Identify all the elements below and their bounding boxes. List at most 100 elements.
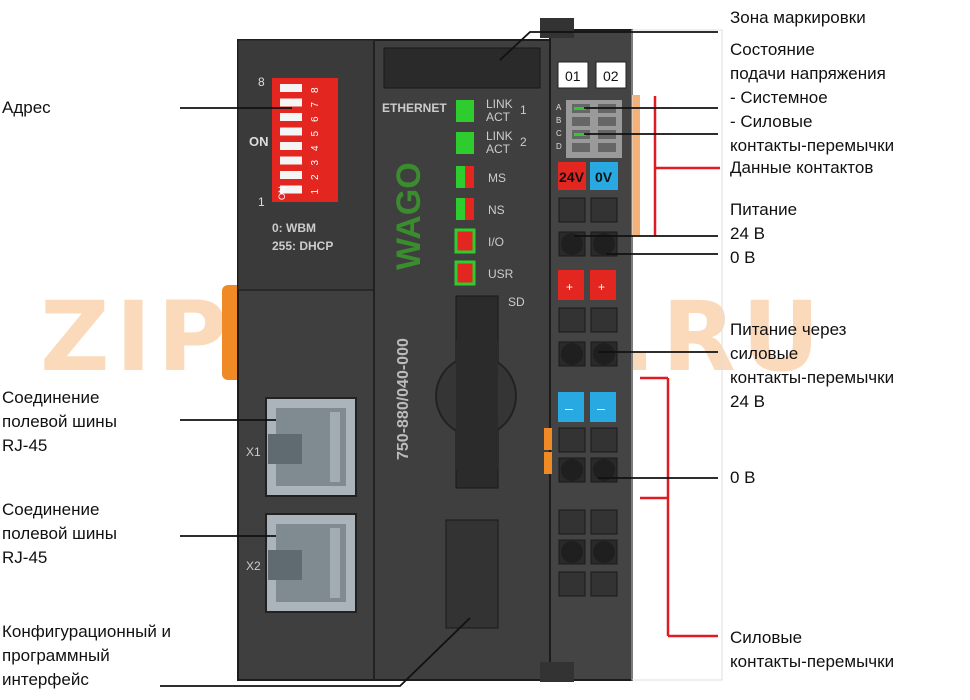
dip-key[interactable] bbox=[280, 142, 302, 150]
clamp-opening[interactable] bbox=[590, 197, 618, 223]
dip-label-on: ON bbox=[249, 134, 269, 149]
dip-key[interactable] bbox=[280, 171, 302, 179]
clamp-opening[interactable] bbox=[590, 427, 618, 453]
plus-2: + bbox=[598, 280, 605, 294]
minus-1: – bbox=[565, 400, 573, 416]
dip-key[interactable] bbox=[280, 156, 302, 165]
label-zero-v: 0 В bbox=[730, 468, 756, 487]
led-io-label: I/O bbox=[488, 235, 504, 249]
minus-terminal-2 bbox=[590, 392, 616, 422]
led-ns-label: NS bbox=[488, 203, 505, 217]
tag-02-text: 02 bbox=[603, 68, 619, 84]
sd-label: SD bbox=[508, 295, 525, 309]
led-io bbox=[454, 228, 476, 254]
led-ms-red bbox=[465, 166, 474, 188]
wire-entry[interactable] bbox=[593, 343, 615, 365]
clamp-opening[interactable] bbox=[558, 427, 586, 453]
jumper-contacts-top bbox=[632, 95, 640, 235]
dip-number: 5 bbox=[310, 131, 321, 137]
terminal-24v bbox=[558, 162, 586, 190]
plus-1: + bbox=[566, 280, 573, 294]
dip-switch[interactable] bbox=[272, 78, 338, 202]
label-power-jumpers: Силовые контакты-перемычки bbox=[730, 626, 894, 674]
jumper-supply-line3: контакты-перемычки bbox=[730, 368, 895, 387]
tag-02 bbox=[595, 61, 627, 89]
fieldbus2-line1: Соединение bbox=[2, 500, 100, 519]
next-module-outline bbox=[631, 29, 723, 681]
led-link1 bbox=[456, 100, 474, 122]
status-line4: - Силовые bbox=[730, 112, 813, 131]
label-fieldbus-2: Соединение полевой шины RJ-45 bbox=[2, 498, 117, 570]
marking-strip bbox=[383, 47, 541, 89]
led-link1-n: 1 bbox=[520, 103, 527, 117]
label-supply: Питание 24 В 0 В bbox=[730, 198, 797, 270]
dip-number: 7 bbox=[310, 102, 321, 108]
label-status: Состояние подачи напряжения - Системное … bbox=[730, 38, 894, 158]
tag-01 bbox=[557, 61, 589, 89]
port-x1-label: X1 bbox=[246, 445, 261, 459]
dip-number: 1 bbox=[310, 189, 321, 195]
clamp-opening[interactable] bbox=[558, 197, 586, 223]
terminal-0v bbox=[590, 162, 618, 190]
config-line2: программный bbox=[2, 646, 110, 665]
wire-entry[interactable] bbox=[561, 233, 583, 255]
dip-label-1: 1 bbox=[258, 195, 265, 209]
dip-key[interactable] bbox=[280, 84, 302, 92]
clamp-opening[interactable] bbox=[558, 571, 586, 597]
status-led-a bbox=[574, 107, 586, 110]
wire-entry[interactable] bbox=[561, 541, 583, 563]
wire-entry[interactable] bbox=[561, 459, 583, 481]
led-usr bbox=[454, 260, 476, 286]
jumper-supply-line1: Питание через bbox=[730, 320, 847, 339]
status-line1: Состояние bbox=[730, 40, 815, 59]
status-led-c bbox=[574, 133, 586, 136]
led-ns-red bbox=[465, 198, 474, 220]
dip-number: 8 bbox=[310, 87, 321, 93]
fieldbus1-line2: полевой шины bbox=[2, 412, 117, 431]
power-jumpers-line2: контакты-перемычки bbox=[730, 652, 895, 671]
label-config: Конфигурационный и программный интерфейс bbox=[2, 620, 171, 692]
dip-key[interactable] bbox=[280, 113, 302, 121]
wire-entry[interactable] bbox=[593, 459, 615, 481]
led-ns-green bbox=[456, 198, 465, 220]
model-number: 750-880/040-000 bbox=[395, 338, 412, 460]
led-link2-b: ACT bbox=[486, 142, 511, 156]
led-ms-green bbox=[456, 166, 465, 188]
led-usr-label: USR bbox=[488, 267, 514, 281]
status-line2: подачи напряжения bbox=[730, 64, 886, 83]
wago-logo: WAGO bbox=[390, 162, 428, 270]
clamp-opening[interactable] bbox=[590, 307, 618, 333]
wire-entry[interactable] bbox=[593, 541, 615, 563]
dip-key[interactable] bbox=[280, 127, 302, 136]
dip-label-8: 8 bbox=[258, 75, 265, 89]
wire-entry[interactable] bbox=[561, 343, 583, 365]
status-line5: контакты-перемычки bbox=[730, 136, 895, 155]
jumper-supply-line4: 24 В bbox=[730, 392, 765, 411]
config-interface[interactable] bbox=[445, 519, 499, 629]
config-line1: Конфигурационный и bbox=[2, 622, 172, 641]
label-fieldbus-1: Соединение полевой шины RJ-45 bbox=[2, 386, 117, 458]
label-jumper-supply: Питание через силовые контакты-перемычки… bbox=[730, 318, 894, 414]
dip-key[interactable] bbox=[280, 185, 302, 194]
status-line3: - Системное bbox=[730, 88, 828, 107]
abcd-c: C bbox=[556, 129, 562, 138]
fieldbus1-line3: RJ-45 bbox=[2, 436, 48, 455]
led-ms-label: MS bbox=[488, 171, 506, 185]
fieldbus1-line1: Соединение bbox=[2, 388, 100, 407]
led-link2-a: LINK bbox=[486, 129, 513, 143]
abcd-a: A bbox=[556, 103, 562, 112]
clamp-opening[interactable] bbox=[590, 571, 618, 597]
dip-number: 6 bbox=[310, 116, 321, 122]
clamp-opening[interactable] bbox=[590, 509, 618, 535]
clamp-opening[interactable] bbox=[558, 307, 586, 333]
wire-entry[interactable] bbox=[593, 233, 615, 255]
plus-terminal-1 bbox=[558, 270, 584, 300]
dip-key[interactable] bbox=[280, 98, 302, 107]
supply-line3: 0 В bbox=[730, 248, 756, 267]
led-link2-n: 2 bbox=[520, 135, 527, 149]
dip-number: 2 bbox=[310, 174, 321, 180]
abcd-b: B bbox=[556, 116, 561, 125]
clamp-opening[interactable] bbox=[558, 509, 586, 535]
supply-line1: Питание bbox=[730, 200, 798, 219]
